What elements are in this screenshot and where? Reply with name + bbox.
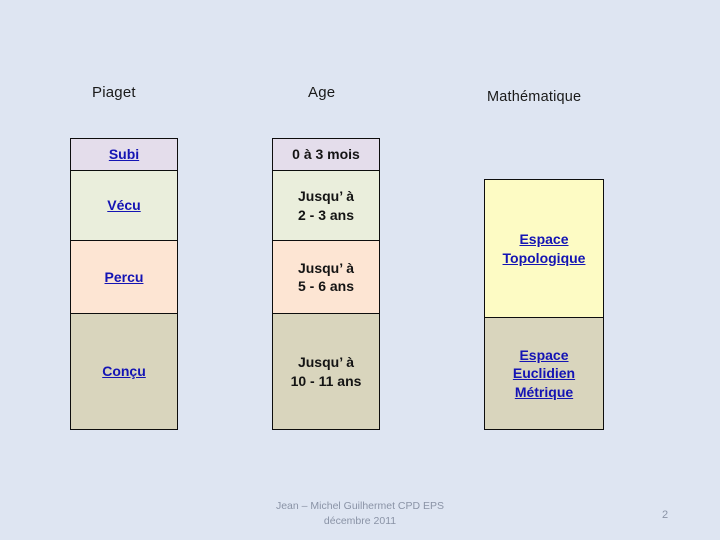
- piaget-cell-concu[interactable]: Conçu: [70, 313, 178, 430]
- age-cell-2-3-ans: Jusqu’ à 2 - 3 ans: [272, 170, 380, 241]
- age-cell-5-6-ans-label: Jusqu’ à 5 - 6 ans: [297, 259, 355, 294]
- age-cell-10-11-ans-label: Jusqu’ à 10 - 11 ans: [290, 354, 362, 389]
- column-header-mathematique: Mathématique: [487, 89, 582, 105]
- age-cell-0-3-mois: 0 à 3 mois: [272, 138, 380, 171]
- math-cell-espace-euclidien-metrique-label: Espace Euclidien Métrique: [512, 346, 576, 400]
- piaget-cell-percu-label: Percu: [104, 268, 144, 285]
- age-cell-5-6-ans: Jusqu’ à 5 - 6 ans: [272, 240, 380, 314]
- piaget-cell-concu-label: Conçu: [102, 363, 146, 380]
- age-cell-0-3-mois-label: 0 à 3 mois: [292, 146, 360, 163]
- piaget-cell-vecu-label: Vécu: [107, 197, 141, 214]
- page-number: 2: [662, 509, 669, 521]
- slide-footer: Jean – Michel Guilhermet CPD EPS décembr…: [275, 500, 445, 528]
- piaget-cell-subi-label: Subi: [108, 146, 140, 163]
- column-header-age: Age: [308, 84, 336, 101]
- piaget-cell-subi[interactable]: Subi: [70, 138, 178, 171]
- piaget-cell-vecu[interactable]: Vécu: [70, 170, 178, 241]
- age-cell-10-11-ans: Jusqu’ à 10 - 11 ans: [272, 313, 380, 430]
- column-header-piaget: Piaget: [92, 84, 136, 101]
- math-cell-espace-topologique[interactable]: Espace Topologique: [484, 179, 604, 318]
- age-cell-2-3-ans-label: Jusqu’ à 2 - 3 ans: [297, 188, 355, 223]
- piaget-cell-percu[interactable]: Percu: [70, 240, 178, 314]
- math-cell-espace-euclidien-metrique[interactable]: Espace Euclidien Métrique: [484, 317, 604, 430]
- math-cell-espace-topologique-label: Espace Topologique: [502, 231, 586, 266]
